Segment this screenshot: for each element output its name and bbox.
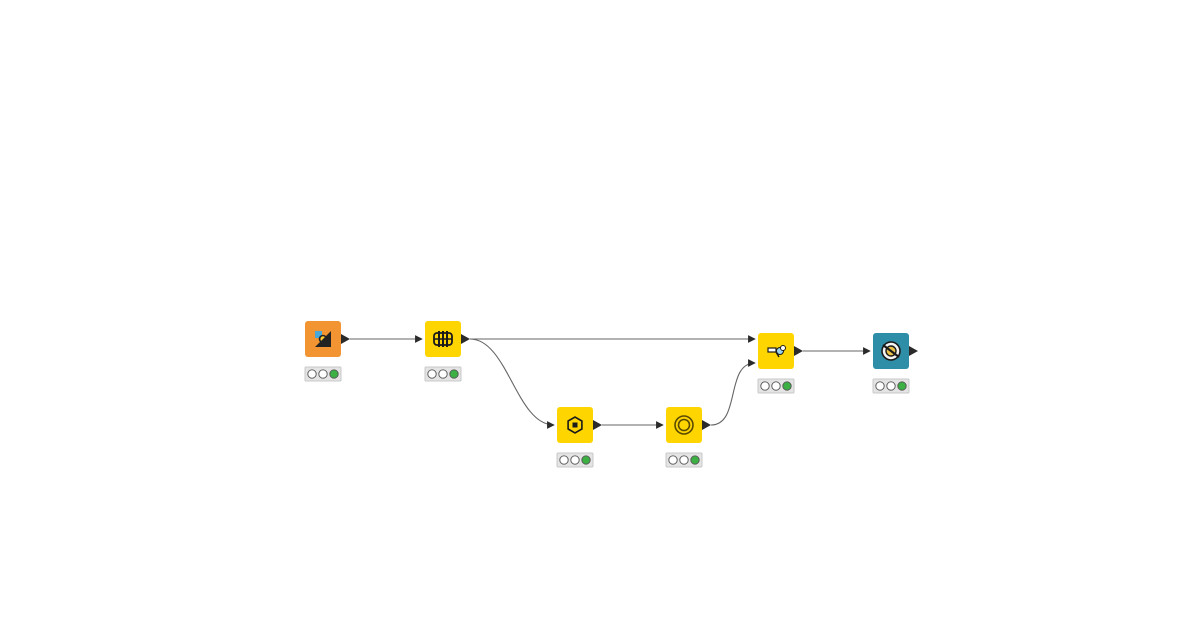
hexagon-learner-icon	[567, 416, 583, 434]
nodes-layer	[304, 321, 918, 468]
icon-part	[315, 331, 331, 347]
status-light-green	[897, 381, 907, 391]
icon-part	[572, 422, 578, 428]
node-status-traffic-light	[556, 452, 594, 468]
icon-part	[882, 344, 900, 358]
status-light-green	[449, 369, 459, 379]
status-light-off	[559, 455, 569, 465]
icon-part	[674, 415, 694, 435]
connections-layer	[350, 335, 871, 429]
connection-n4-n5[interactable]	[710, 359, 756, 426]
status-light-off	[886, 381, 896, 391]
status-light-off	[668, 455, 678, 465]
status-light-off	[679, 455, 689, 465]
icon-part	[315, 331, 322, 338]
status-light-off	[760, 381, 770, 391]
node-status-traffic-light	[757, 378, 795, 394]
status-light-off	[438, 369, 448, 379]
node-status-traffic-light	[424, 366, 462, 382]
output-port[interactable]	[341, 334, 350, 344]
status-light-off	[875, 381, 885, 391]
node-status-traffic-light	[304, 366, 342, 382]
output-port[interactable]	[794, 346, 803, 356]
source-icon	[315, 331, 331, 347]
output-port[interactable]	[909, 346, 918, 356]
node-data-source[interactable]	[304, 321, 350, 382]
status-light-off	[427, 369, 437, 379]
node-body[interactable]	[666, 407, 702, 443]
status-light-off	[771, 381, 781, 391]
icon-part	[767, 347, 777, 353]
status-light-off	[570, 455, 580, 465]
connection-n2-n3[interactable]	[469, 338, 555, 429]
node-predictor[interactable]	[665, 407, 711, 468]
icon-part	[775, 351, 780, 358]
node-view[interactable]	[872, 333, 918, 394]
output-port[interactable]	[461, 334, 470, 344]
node-scorer[interactable]	[757, 333, 803, 394]
output-port[interactable]	[593, 420, 602, 430]
icon-part	[567, 416, 583, 434]
partitioning-icon	[433, 331, 453, 347]
output-port[interactable]	[702, 420, 711, 430]
icon-part	[318, 334, 328, 344]
node-learner[interactable]	[556, 407, 602, 468]
status-light-green	[782, 381, 792, 391]
ring-predictor-icon	[674, 415, 694, 435]
icon-part	[677, 418, 691, 432]
scorer-icon	[767, 345, 786, 358]
node-partitioning[interactable]	[424, 321, 470, 382]
view-eye-icon	[881, 341, 901, 361]
status-light-green	[329, 369, 339, 379]
status-light-green	[581, 455, 591, 465]
status-light-off	[307, 369, 317, 379]
node-status-traffic-light	[665, 452, 703, 468]
status-light-green	[690, 455, 700, 465]
status-light-off	[318, 369, 328, 379]
node-status-traffic-light	[872, 378, 910, 394]
icon-part	[780, 345, 786, 351]
